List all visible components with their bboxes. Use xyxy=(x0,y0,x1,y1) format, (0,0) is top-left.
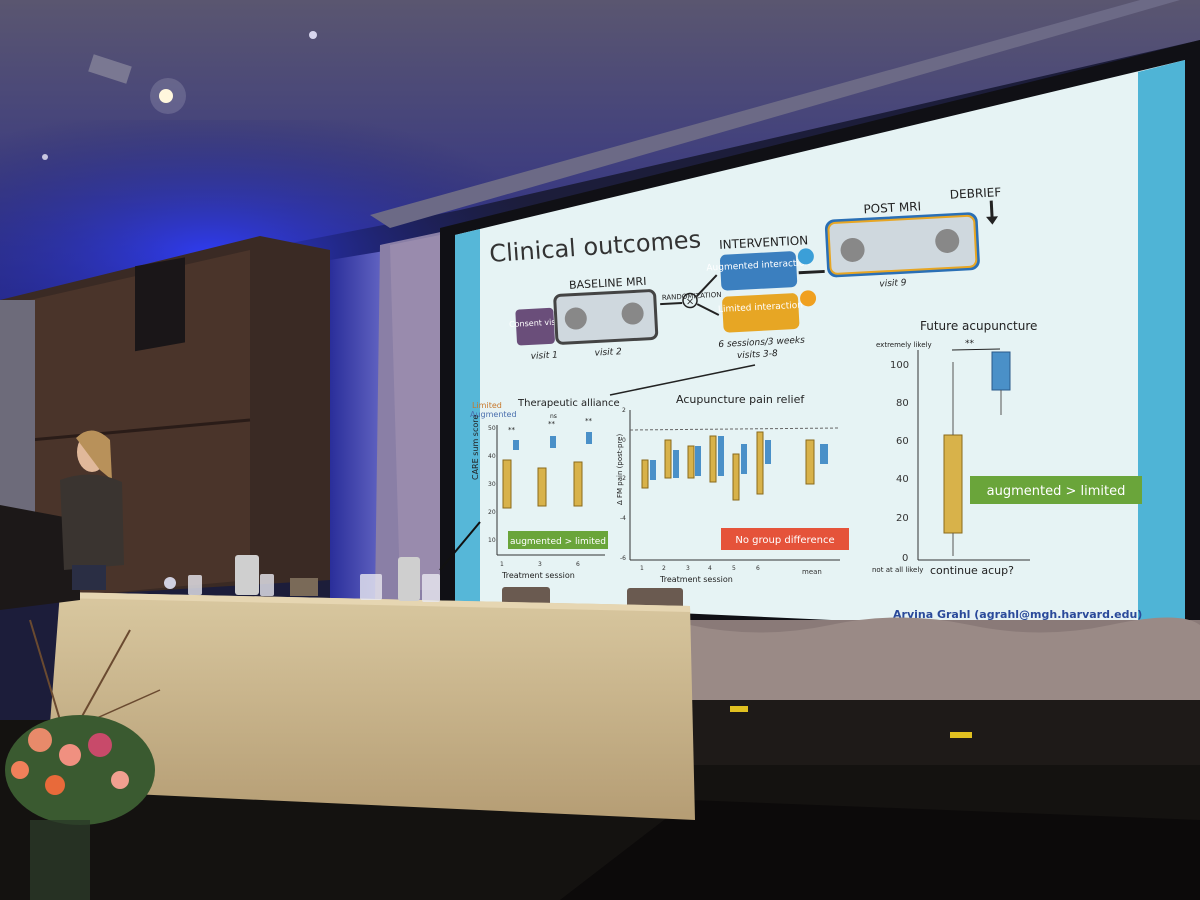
panel3-ytick: 60 xyxy=(896,436,909,447)
augmented-box xyxy=(719,251,798,291)
workflow-diagram: Consent visit visit 1 BASELINE MRI visit… xyxy=(509,185,1002,362)
legend-limited: Limited xyxy=(472,401,502,410)
pain-boxes xyxy=(641,431,828,501)
panel1-sig: ** xyxy=(508,426,516,434)
panel2-ytick: -6 xyxy=(620,555,626,562)
panel1-title: Therapeutic alliance xyxy=(517,398,620,409)
table-items xyxy=(164,555,440,602)
panel1-ylabel: CARE sum score xyxy=(471,415,480,480)
panel1-xtick: 3 xyxy=(538,561,542,568)
panel1-ns: ns xyxy=(550,413,557,420)
visit1-label: visit 1 xyxy=(530,351,558,362)
baseline-mri-label: BASELINE MRI xyxy=(569,275,647,292)
panel2-xtick: 5 xyxy=(732,565,736,572)
panel2-xtick: 2 xyxy=(662,565,666,572)
panel3-sig: ** xyxy=(965,339,975,349)
slide-credit: Arvina Grahl (agrahl@mgh.harvard.edu) xyxy=(893,608,1142,621)
panel1-ytick: 10 xyxy=(488,537,496,544)
result-badge-1-text: augmented > limited xyxy=(510,537,606,547)
box-augmented xyxy=(550,436,556,448)
result-badge-2-text: No group difference xyxy=(735,535,834,546)
panel2-xtick: 6 xyxy=(756,565,760,572)
panel3-ytick: 20 xyxy=(896,513,909,524)
panel1-ytick: 20 xyxy=(488,509,496,516)
slide-content: Clinical outcomes Consent visit visit 1 … xyxy=(470,185,1142,621)
box-augmented xyxy=(991,351,1011,391)
podium xyxy=(0,505,80,610)
microphone xyxy=(439,521,481,571)
panel2-xlabel: Treatment session xyxy=(659,575,733,584)
panel1-xlabel: Treatment session xyxy=(501,571,575,580)
visit2-label: visit 2 xyxy=(594,347,622,358)
panel-therapeutic-alliance: Limited Augmented Therapeutic alliance C… xyxy=(470,398,620,580)
consent-box xyxy=(515,307,555,346)
result-badge-3-text: augmented > limited xyxy=(987,484,1126,499)
curtain-left xyxy=(330,250,390,600)
box-augmented xyxy=(513,440,519,450)
panel2-ylabel: Δ FM pain (post-pre) xyxy=(616,434,624,505)
result-badge-1 xyxy=(508,531,608,549)
sessions-label: 6 sessions/3 weeks xyxy=(718,336,805,351)
visits-3-8-label: visits 3-8 xyxy=(737,349,779,361)
consent-label: Consent visit xyxy=(509,317,561,329)
panel3-title: Future acupuncture xyxy=(920,319,1037,333)
result-badge-3 xyxy=(970,476,1142,504)
limited-label: Limited interaction xyxy=(718,301,804,315)
panel2-xtick: 1 xyxy=(640,565,644,572)
panel2-ytick: 2 xyxy=(622,407,626,414)
panel2-xtick: mean xyxy=(802,568,822,576)
panel3-ytick: 40 xyxy=(896,474,909,485)
panel1-xtick: 1 xyxy=(500,561,504,568)
box-augmented xyxy=(586,432,592,444)
panel1-ytick: 50 xyxy=(488,425,496,432)
flower-arrangement xyxy=(5,619,161,900)
panel-pain-relief: Acupuncture pain relief Δ FM pain (post-… xyxy=(616,393,849,584)
panel3-ybottom: not at all likely xyxy=(872,566,923,574)
post-mri-label: POST MRI xyxy=(863,199,921,216)
panel2-ytick: 0 xyxy=(622,437,626,444)
intervention-label: INTERVENTION xyxy=(719,233,809,252)
box-limited xyxy=(502,459,512,509)
panel2-xtick: 4 xyxy=(708,565,712,572)
panel2-ytick: -2 xyxy=(620,475,626,482)
panel3-ytick: 0 xyxy=(902,553,908,564)
panel2-title: Acupuncture pain relief xyxy=(676,393,805,406)
box-limited xyxy=(943,434,963,534)
panel1-xtick: 6 xyxy=(576,561,580,568)
panel1-sig: ** xyxy=(548,420,556,428)
panel2-xtick: 3 xyxy=(686,565,690,572)
result-badge-2 xyxy=(721,528,849,550)
box-limited xyxy=(573,461,583,507)
panel3-xlabel: continue acup? xyxy=(930,564,1014,577)
randomization-label: RANDOMIZATION xyxy=(662,291,722,302)
speaker-person xyxy=(60,430,124,590)
box-limited xyxy=(537,467,547,507)
limited-box xyxy=(722,293,800,333)
post-mri-box xyxy=(824,212,980,278)
panel1-ytick: 40 xyxy=(488,453,496,460)
panel1-ytick: 30 xyxy=(488,481,496,488)
panel3-ytick: 80 xyxy=(896,398,909,409)
svg-text:×: × xyxy=(686,296,695,307)
panel-future-acupuncture: Future acupuncture extremely likely 100 … xyxy=(872,319,1142,577)
panel3-ytop: extremely likely xyxy=(876,341,932,349)
panel2-ytick: -4 xyxy=(620,515,626,522)
panel3-ytick: 100 xyxy=(890,360,909,371)
debrief-label: DEBRIEF xyxy=(949,185,1001,202)
legend-augmented: Augmented xyxy=(470,410,517,419)
table-with-cloth xyxy=(45,592,695,820)
ceiling-light xyxy=(159,89,173,103)
visit9-label: visit 9 xyxy=(879,278,907,289)
panel1-sig: ** xyxy=(585,417,593,425)
